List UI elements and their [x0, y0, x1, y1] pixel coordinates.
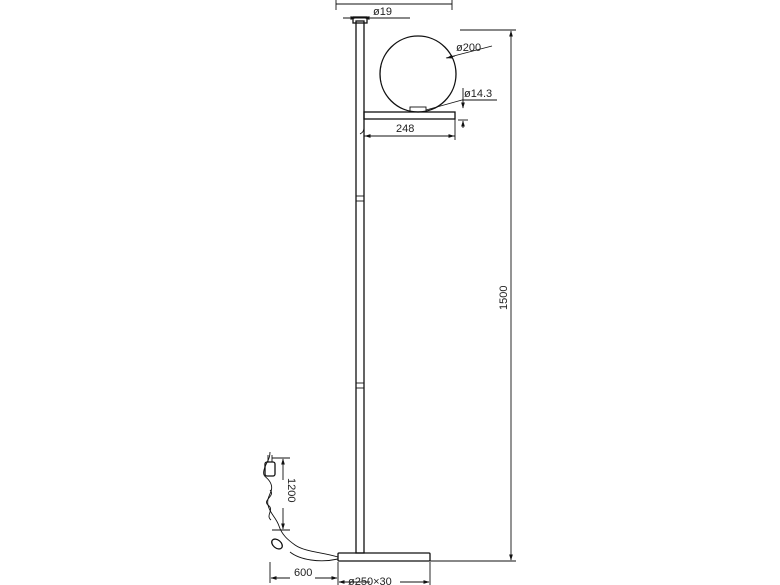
arm-length-dimension: 248 [364, 119, 456, 140]
total-height-label: 1500 [498, 286, 510, 310]
inline-switch-icon [271, 538, 283, 550]
globe-diameter-dimension: ø200 [445, 42, 493, 59]
plug-icon [264, 455, 276, 477]
arm-length-label: 248 [396, 123, 414, 135]
globe-diameter-label: ø200 [456, 42, 481, 54]
socket-diameter-dimension: ø14.3 [425, 88, 497, 128]
power-cable [263, 451, 339, 562]
cord-length-label: 600 [294, 567, 312, 579]
socket-diameter-label: ø14.3 [464, 88, 492, 100]
pole-diameter-label: ø19 [373, 6, 392, 18]
globe-shade [379, 35, 457, 113]
pole-diameter-dimension: ø19 [343, 6, 410, 20]
base-size-label: ø250×30 [348, 576, 392, 585]
cable-length-label: 1200 [285, 478, 297, 502]
lamp-pole [352, 16, 368, 554]
top-overall-width-dimension [335, 0, 453, 10]
cable-length-dimension: 1200 [272, 457, 297, 531]
lamp-arm [359, 111, 456, 135]
base-dimension: ø250×30 [337, 562, 431, 585]
lamp-base [337, 552, 431, 562]
total-height-dimension: 1500 [430, 29, 516, 562]
cord-length-dimension: 600 [269, 562, 338, 583]
